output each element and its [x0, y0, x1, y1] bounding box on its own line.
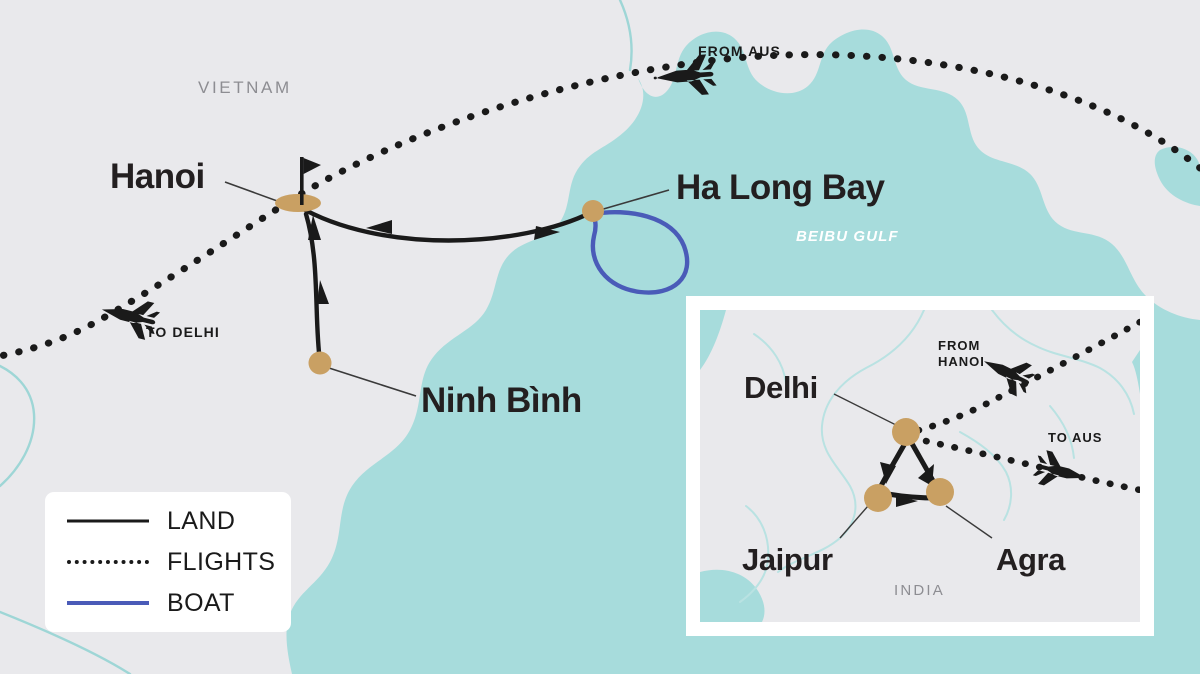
sea-label-beibu-gulf: BEIBU GULF — [796, 228, 899, 245]
route-arrow-ninhbinh-north-2 — [317, 280, 329, 304]
plane-icon-from-aus — [653, 54, 717, 95]
inset-flight-route-to-aus — [908, 434, 1140, 494]
country-label-vietnam: VIETNAM — [198, 78, 292, 97]
legend-label-land: LAND — [167, 506, 236, 535]
plane-icon-to-delhi — [101, 301, 161, 340]
inset-river-lines — [739, 310, 1135, 603]
inset-city-marker-delhi[interactable] — [892, 418, 920, 446]
legend-swatch-flights-icon — [67, 555, 149, 569]
legend-panel: LAND FLIGHTS BOAT — [45, 492, 291, 632]
legend-label-flights: FLIGHTS — [167, 547, 276, 576]
inset-sea-bottomleft — [700, 569, 765, 622]
inset-city-label-delhi: Delhi — [744, 370, 818, 405]
inset-flight-tag-from-hanoi-line2: HANOI — [938, 353, 985, 369]
inset-arrow-to-agra — [896, 496, 918, 507]
boat-route-halongbay-loop — [589, 209, 690, 295]
flight-tag-to-delhi: TO DELHI — [146, 324, 220, 340]
inset-flight-tag-to-aus: TO AUS — [1048, 430, 1103, 445]
route-arrow-to-halongbay — [534, 226, 560, 240]
inset-sea-topleft — [700, 310, 726, 370]
city-marker-halongbay[interactable] — [582, 200, 604, 222]
inset-flight-tag-from-hanoi-line1: FROM — [938, 338, 981, 353]
inset-map-inner: Delhi Jaipur Agra INDIA FROM HANOI TO AU… — [700, 310, 1140, 622]
leader-line-halongbay — [599, 189, 670, 211]
inset-city-marker-agra[interactable] — [926, 478, 954, 506]
river-lines — [0, 0, 633, 674]
route-arrow-ninhbinh-north — [308, 215, 321, 240]
legend-swatch-boat-icon — [67, 596, 149, 610]
inset-leader-line-jaipur — [839, 505, 869, 539]
inset-leader-line-delhi — [833, 393, 903, 429]
flight-tag-from-aus: FROM AUS — [698, 43, 781, 59]
inset-arrow-to-jaipur — [880, 462, 896, 484]
city-label-hanoi: Hanoi — [110, 157, 205, 196]
city-label-halongbay: Ha Long Bay — [676, 168, 885, 207]
city-label-ninhbinh: Ninh Bình — [421, 381, 582, 420]
inset-sea-right — [1132, 350, 1140, 394]
inset-map-india: Delhi Jaipur Agra INDIA FROM HANOI TO AU… — [686, 296, 1154, 636]
inset-flight-tag-from-hanoi: FROM HANOI — [938, 338, 985, 369]
legend-label-boat: BOAT — [167, 588, 235, 617]
flight-route-aus-hanoi-delhi — [0, 51, 1200, 360]
leader-line-ninhbinh — [328, 367, 417, 397]
legend-swatch-land-icon — [67, 514, 149, 528]
inset-city-label-agra: Agra — [996, 542, 1066, 577]
inset-country-label-india: INDIA — [894, 582, 946, 599]
inset-plane-icon-from-hanoi — [983, 361, 1036, 397]
legend-item-land: LAND — [67, 506, 291, 536]
inset-plane-icon-to-aus — [1032, 450, 1086, 486]
inset-land-background — [700, 310, 1140, 622]
legend-item-boat: BOAT — [67, 588, 291, 618]
inset-flight-route-from-hanoi — [908, 318, 1140, 436]
inset-city-label-jaipur: Jaipur — [742, 542, 833, 577]
route-arrow-to-hanoi — [366, 220, 392, 234]
inset-map-canvas — [700, 310, 1140, 622]
legend-item-flights: FLIGHTS — [67, 547, 291, 577]
inset-arrow-to-delhi — [918, 464, 934, 486]
inset-city-marker-jaipur[interactable] — [864, 484, 892, 512]
city-marker-hanoi[interactable] — [275, 157, 321, 212]
city-marker-ninhbinh[interactable] — [308, 351, 332, 375]
inset-leader-line-agra — [945, 505, 993, 539]
land-route-hanoi-halongbay — [295, 203, 595, 243]
